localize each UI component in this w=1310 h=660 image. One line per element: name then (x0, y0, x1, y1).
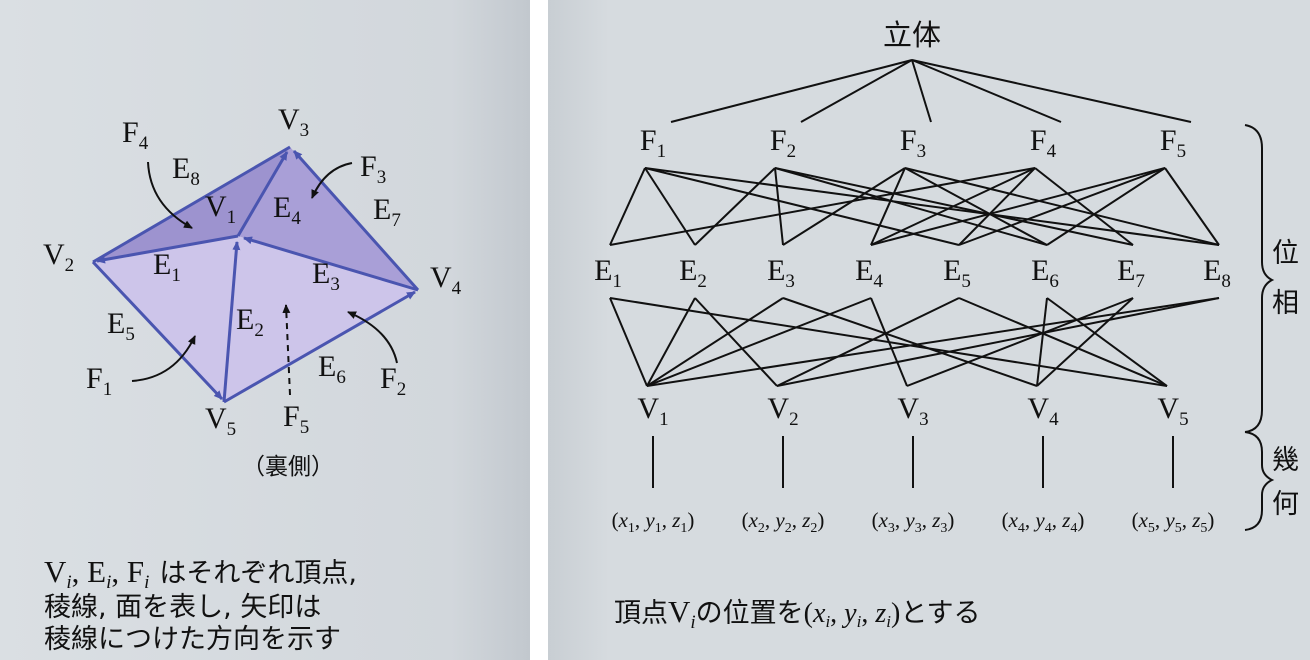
edge6-vertex4 (1036, 297, 1048, 387)
edge3-vertex1 (646, 297, 784, 387)
caption-line-3: 稜線につけた方向を示す (44, 624, 341, 655)
edge1-vertex1 (609, 297, 648, 387)
root-to-face-3 (911, 59, 932, 123)
edge5-vertex2 (776, 297, 960, 387)
vertex-node-3: V3 (897, 392, 928, 430)
label-v2: V2 (43, 238, 74, 276)
back-side-label: （裏側） (242, 454, 334, 480)
coordinate-1: (x1, y1, z1) (612, 508, 695, 536)
face5-edge6 (1046, 167, 1166, 246)
face4-edge7 (1034, 167, 1134, 246)
edge3-vertex4 (782, 297, 1038, 387)
label-e5: E5 (107, 307, 135, 345)
face-node-4: F4 (1030, 124, 1057, 162)
edge-node-4: E4 (855, 254, 883, 292)
vertex-node-4: V4 (1027, 392, 1059, 430)
edge4-vertex3 (870, 297, 908, 387)
face-node-5: F5 (1160, 124, 1186, 162)
face-node-1: F1 (640, 124, 666, 162)
edge-node-8: E8 (1203, 254, 1231, 292)
pointer-f3 (311, 162, 353, 199)
geometry-bracket (1244, 431, 1275, 531)
face-node-3: F3 (900, 124, 926, 162)
root-to-face-2 (800, 59, 913, 123)
coordinate-2: (x2, y2, z2) (742, 508, 825, 536)
face2-edge6 (774, 167, 1048, 246)
pointer-f2 (347, 311, 398, 364)
right-caption: 頂点Viの位置を(xi, yi, zi)とする (614, 594, 981, 633)
face-f2 (224, 236, 418, 402)
pointer-f5 (282, 304, 291, 396)
pointer-f4 (147, 161, 193, 229)
face5-edge4 (870, 167, 1166, 246)
edge8-vertex1 (646, 297, 1220, 387)
edge-e7 (292, 150, 420, 291)
edge-node-6: E6 (1031, 254, 1059, 292)
face-f3 (238, 147, 418, 290)
face4-edge5 (958, 167, 1036, 246)
face2-edge3 (774, 167, 784, 246)
face5-edge5 (958, 167, 1166, 246)
edge2-vertex1 (646, 297, 696, 387)
face2-edge2 (694, 167, 776, 246)
topology-label-1: 位 (1272, 238, 1299, 269)
face4-edge4 (870, 167, 1036, 246)
edge-node-5: E5 (943, 254, 971, 292)
root-to-face-4 (911, 59, 1062, 123)
edge-e4 (236, 151, 289, 237)
edge7-vertex3 (906, 297, 1134, 387)
polyhedron-diagram: F4 E8 V3 F3 V1 E4 E7 V2 E1 E3 V4 E5 E2 E… (43, 103, 462, 655)
edge-e2 (222, 241, 241, 403)
edge5-vertex5 (958, 297, 1168, 387)
edge-e5 (91, 260, 224, 401)
vertex-node-1: V1 (637, 392, 668, 430)
vertex-node-5: V5 (1157, 392, 1188, 430)
topology-bracket (1244, 124, 1275, 433)
edge6-vertex5 (1046, 297, 1168, 387)
edge4-vertex1 (646, 297, 872, 387)
face-node-2: F2 (770, 124, 796, 162)
edge8-vertex2 (776, 297, 1220, 387)
caption-line-2: 稜線, 面を表し, 矢印は (44, 592, 321, 623)
edge-node-2: E2 (679, 254, 707, 292)
edge2-vertex2 (694, 297, 778, 387)
root-to-face-1 (670, 59, 913, 123)
edge-node-3: E3 (767, 254, 795, 292)
geometry-label-2: 何 (1272, 489, 1299, 520)
face4-edge1 (609, 167, 1036, 246)
edge-e8 (92, 145, 291, 264)
edge-node-1: E1 (594, 254, 622, 292)
face5-edge8 (1164, 167, 1220, 246)
face1-edge8 (644, 167, 1220, 246)
face-f1 (93, 236, 238, 402)
root-to-face-5 (911, 59, 1192, 123)
geometry-label-1: 幾 (1272, 445, 1299, 476)
face3-edge6 (904, 167, 1048, 246)
coordinate-5: (x5, y5, z5) (1132, 508, 1215, 536)
edge7-vertex4 (1036, 297, 1134, 387)
right-panel (548, 0, 1310, 660)
vertex-node-2: V2 (767, 392, 798, 430)
edge-e3 (243, 236, 419, 292)
pointer-f1 (131, 335, 196, 382)
edge-e1 (96, 234, 239, 264)
topology-label-2: 相 (1272, 288, 1299, 319)
face1-edge2 (644, 167, 696, 246)
edge-e6 (223, 290, 416, 404)
face1-edge1 (609, 167, 646, 246)
face1-edge5 (644, 167, 960, 246)
coordinate-4: (x4, y4, z4) (1002, 508, 1085, 536)
edge-node-7: E7 (1117, 254, 1145, 292)
coordinate-3: (x3, y3, z3) (872, 508, 955, 536)
face3-edge3 (782, 167, 906, 246)
root-label: 立体 (883, 18, 941, 52)
face3-edge4 (870, 167, 906, 246)
